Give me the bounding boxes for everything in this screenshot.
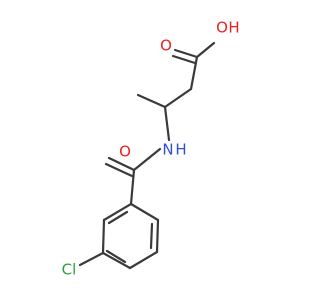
- ring-double-inner-3: [107, 210, 129, 225]
- atom-hydrogen-hydroxyl: H: [228, 19, 239, 37]
- atom-hydrogen-amide: H: [175, 141, 186, 159]
- bond-ch-methyl: [136, 93, 167, 109]
- atom-chlorine: Cl: [62, 261, 77, 279]
- bond-ch2-ch: [163, 87, 193, 109]
- ring-double-inner-1: [149, 222, 154, 250]
- atom-oxygen-carbonyl-amide: O: [119, 143, 131, 161]
- ring-bond-2: [155, 218, 160, 254]
- bond-amide-c-o-double-2: [104, 162, 134, 178]
- ring-bond-3: [128, 250, 159, 270]
- bond-carboxyl-ch2: [189, 55, 199, 91]
- bond-amide-c-o-double-1: [107, 156, 136, 172]
- molecule-structure-diagram: O H O N H O Cl: [62, 19, 240, 279]
- bond-c-oh: [195, 41, 216, 59]
- atom-oxygen-carbonyl-acid: O: [160, 37, 172, 55]
- bond-n-carbonyl: [132, 147, 162, 172]
- atom-oxygen-hydroxyl: O: [216, 19, 228, 37]
- bond-ring-cl: [78, 251, 105, 267]
- ring-bond-5: [101, 218, 106, 255]
- bond-ch-n: [163, 105, 171, 142]
- ring-bond-6: [102, 202, 133, 222]
- ring-bond-4: [101, 251, 132, 270]
- atom-nitrogen: N: [162, 141, 173, 159]
- bond-c-o-double-1: [173, 48, 199, 59]
- bond-carbonyl-ring: [129, 168, 136, 206]
- bond-c-o-double-2: [171, 54, 197, 65]
- ring-bond-1: [129, 202, 160, 222]
- ring-double-inner-2: [105, 249, 127, 264]
